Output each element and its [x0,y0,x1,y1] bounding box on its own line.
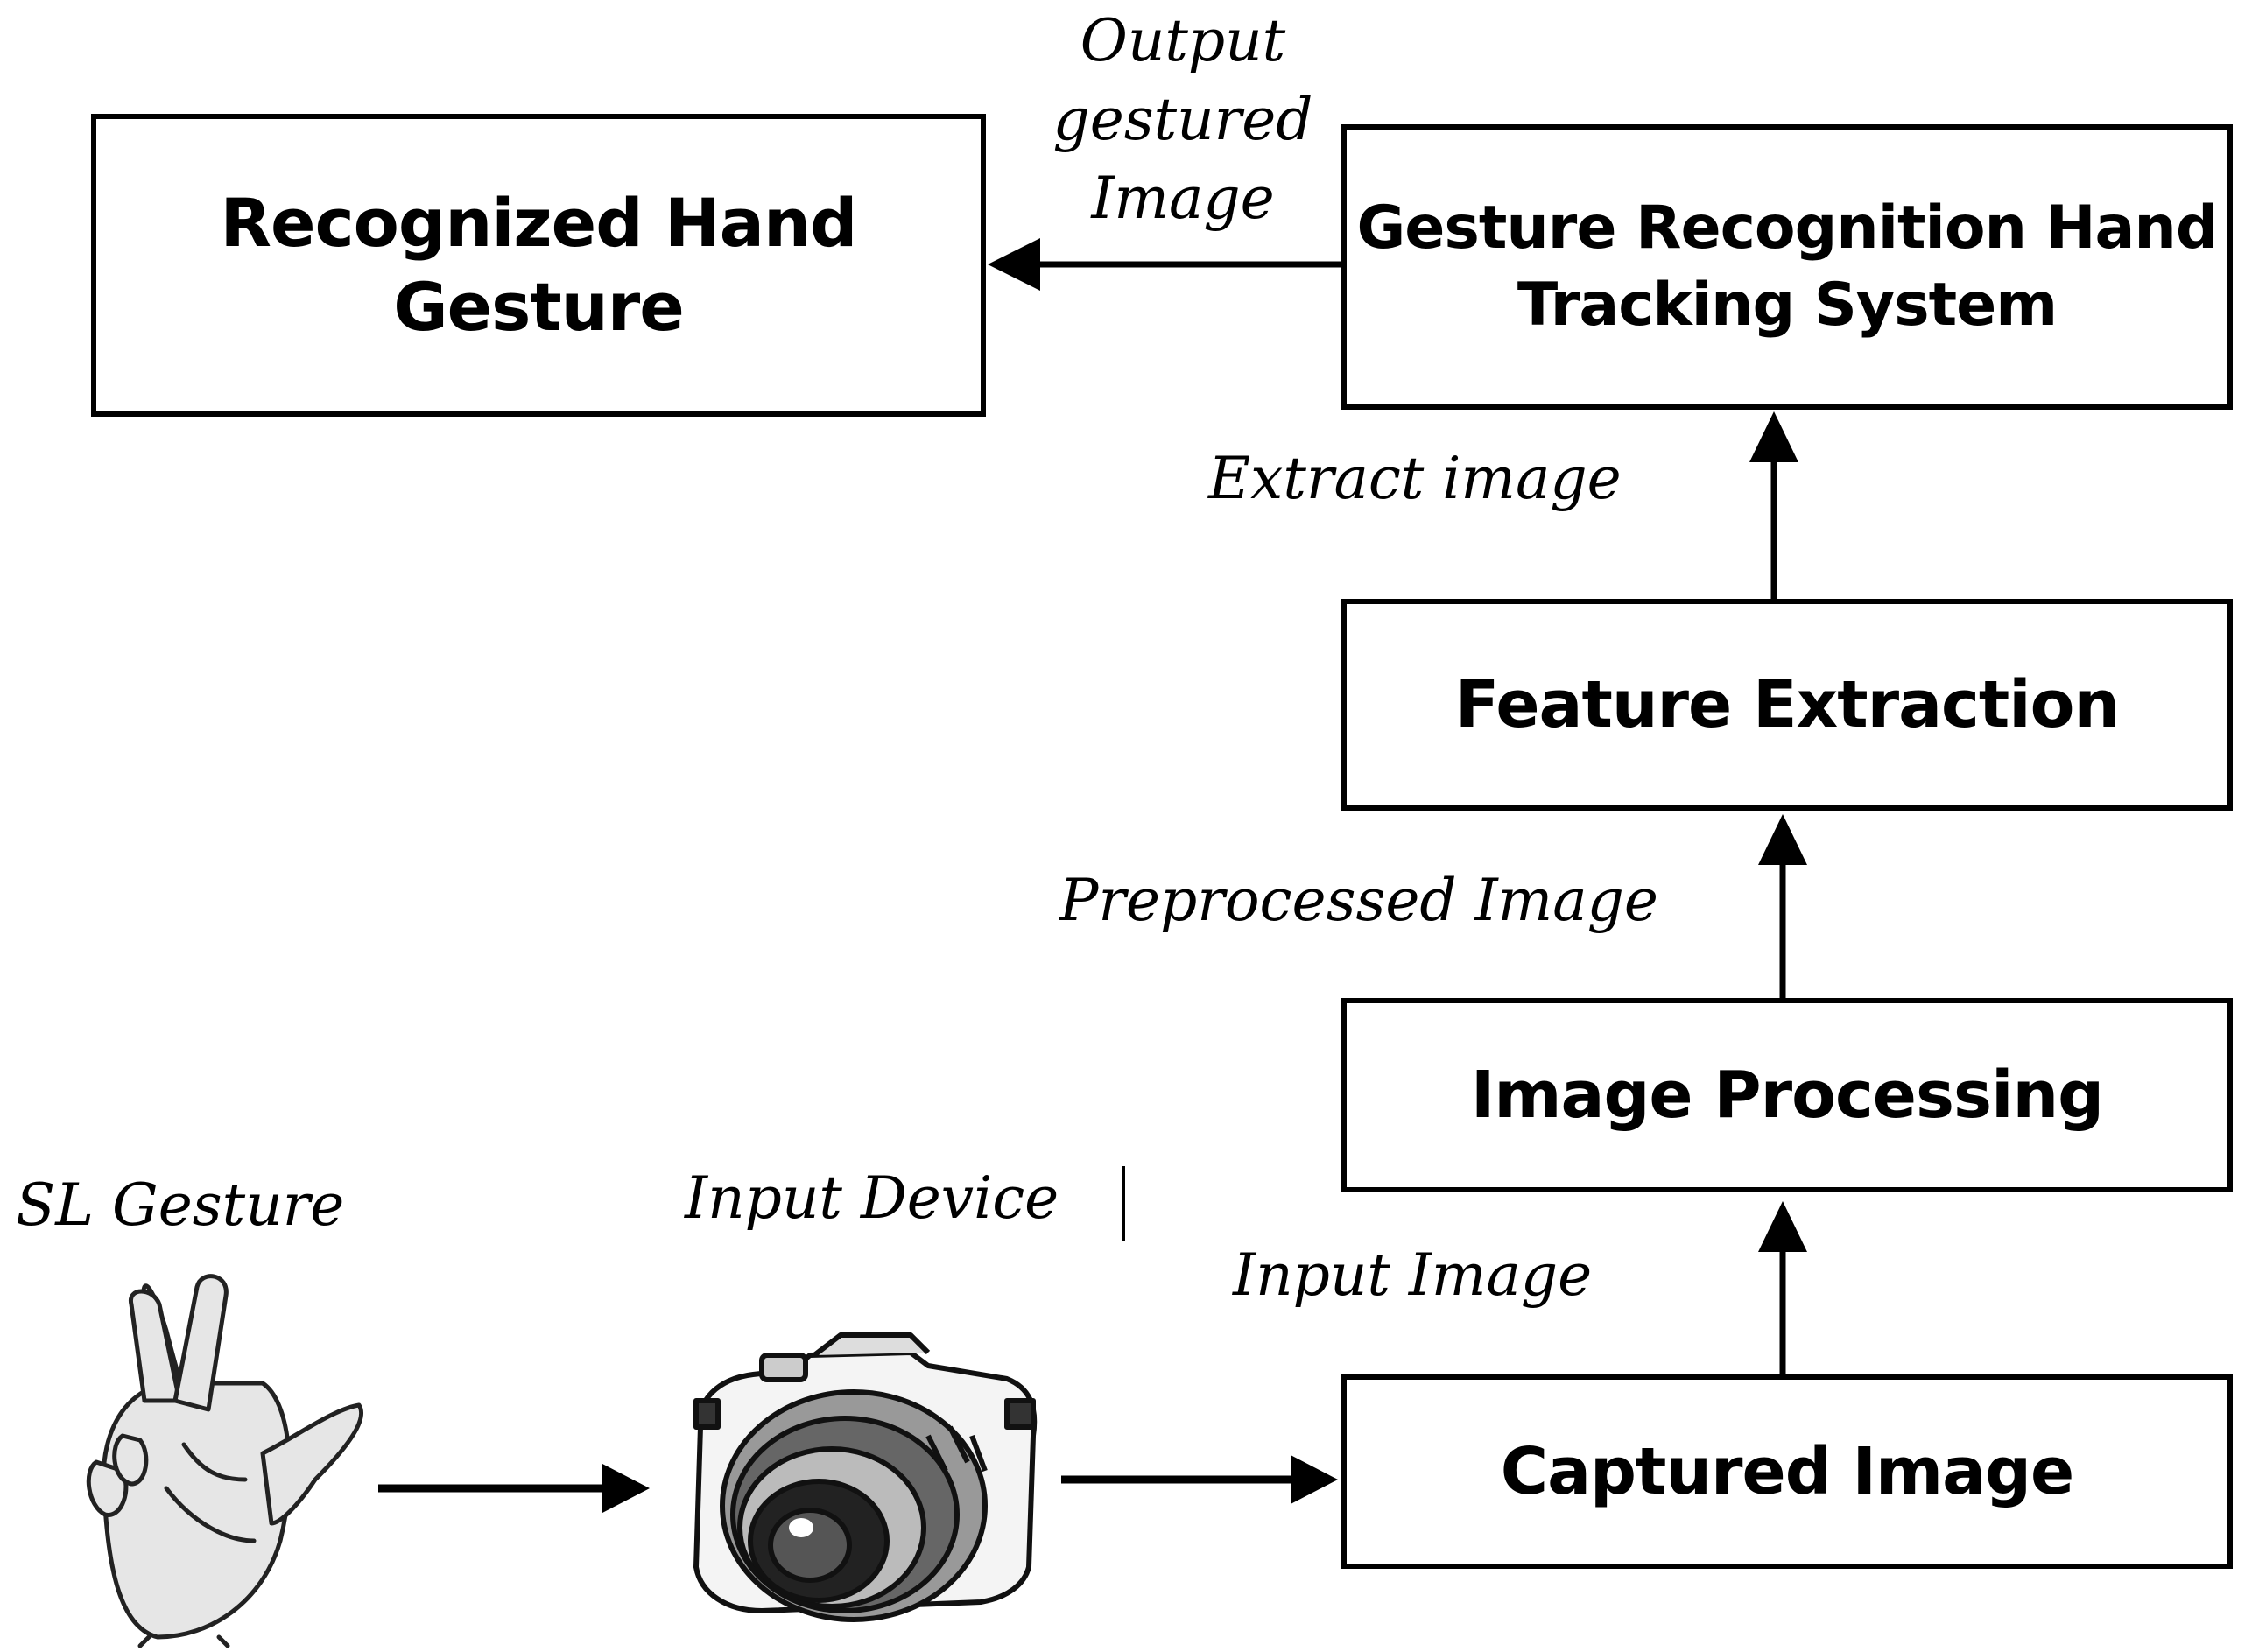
arrow-to-recognized [988,238,1341,291]
preprocessed-image-label: Preprocessed Image [1059,867,1658,934]
gesture-system-line1: Gesture Recognition Hand [1356,193,2218,263]
feature-extraction-box: Feature Extraction [1341,599,2233,811]
recognized-hand-gesture-box: Recognized Hand Gesture [91,114,986,417]
captured-image-box: Captured Image [1341,1374,2233,1569]
output-label-line1: Output [1080,7,1286,74]
text-cursor [1122,1166,1125,1241]
feature-extraction-label: Feature Extraction [1454,667,2120,742]
input-image-label: Input Image [1233,1241,1593,1309]
arrow-hand-to-camera [378,1464,650,1513]
arrow-processing-to-feature [1758,814,1807,998]
arrow-camera-to-captured [1061,1455,1338,1504]
image-processing-label: Image Processing [1470,1058,2104,1133]
output-gestured-image-label: Output gestured Image [1047,2,1319,238]
input-device-label: Input Device [685,1164,1059,1232]
extract-image-label: Extract image [1208,445,1622,512]
arrow-captured-to-processing [1758,1201,1807,1374]
hand-gesture-icon [86,1274,364,1648]
output-label-line2: gestured [1052,86,1313,153]
captured-image-label: Captured Image [1500,1434,2074,1509]
recognized-gesture-line2: Gesture [393,268,685,346]
image-processing-box: Image Processing [1341,998,2233,1192]
sl-gesture-label: SL Gesture [16,1171,345,1239]
arrow-feature-to-system [1749,411,1798,599]
camera-icon [693,1332,1038,1622]
gesture-recognition-system-box: Gesture Recognition Hand Tracking System [1341,124,2233,410]
gesture-system-line2: Tracking System [1517,271,2058,340]
output-label-line3: Image [1091,165,1275,232]
recognized-gesture-line1: Recognized Hand [220,184,858,262]
